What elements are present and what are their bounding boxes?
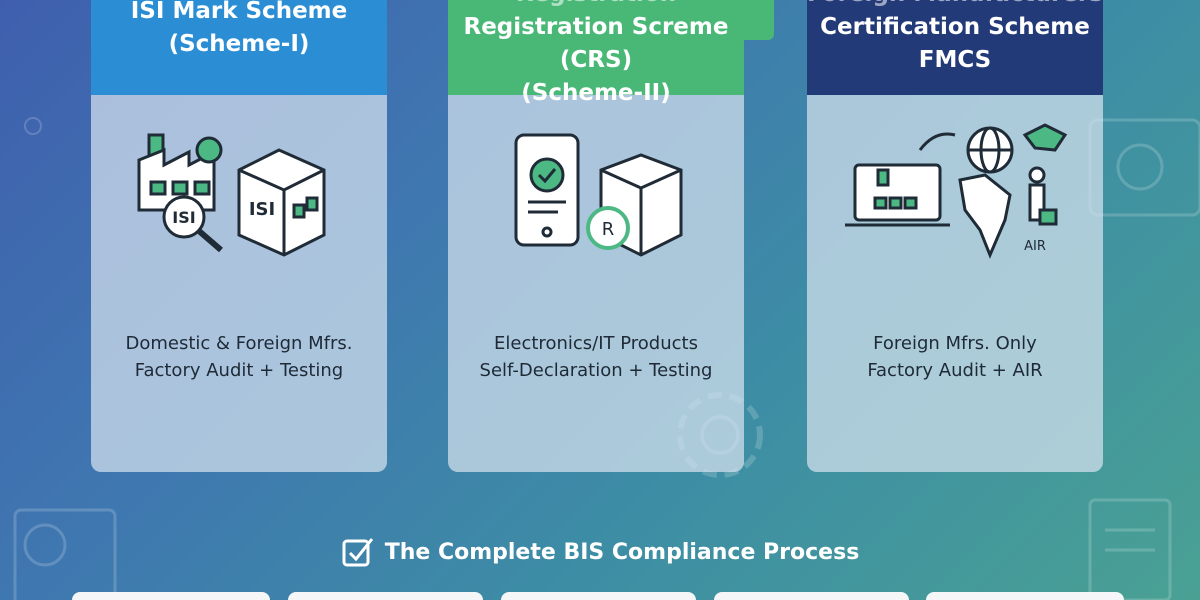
card-header: Compulsory Registration Registration Scr… <box>448 0 744 106</box>
card-illustration: ISI ISI <box>91 95 387 305</box>
card-title-line: FMCS <box>918 47 992 73</box>
card-title-line: Certification Scheme <box>820 14 1090 40</box>
phone-registered-icon: R <box>514 133 683 257</box>
process-step[interactable] <box>72 592 270 600</box>
air-label: AIR <box>1024 239 1046 254</box>
card-desc-line: Foreign Mfrs. Only <box>873 333 1037 354</box>
card-desc-line: Electronics/IT Products <box>494 333 698 354</box>
card-header: ISI Mark Scheme (Scheme-I) <box>91 0 387 95</box>
factory-isi-icon: ISI ISI <box>137 133 326 257</box>
card-desc-line: Factory Audit + Testing <box>134 360 344 381</box>
card-desc-line: Domestic & Foreign Mfrs. <box>125 333 353 354</box>
process-step[interactable] <box>288 592 483 600</box>
card-header: Foreign Manufacturers Certification Sche… <box>807 0 1103 95</box>
card-title-line: Registration Screme (CRS) <box>463 14 729 73</box>
card-illustration: R <box>448 95 744 305</box>
circle-deco-icon <box>24 117 42 135</box>
document-deco-icon <box>13 508 117 600</box>
process-step[interactable] <box>714 592 909 600</box>
card-title-line: Compulsory Registration <box>448 0 744 11</box>
card-description: Domestic & Foreign Mfrs. Factory Audit +… <box>91 305 387 384</box>
laptop-globe-india-icon: AIR <box>845 123 1068 259</box>
card-title-line: (Scheme-II) <box>521 80 671 106</box>
registered-label: R <box>602 219 615 240</box>
process-steps <box>0 592 1200 600</box>
card-title-line: Foreign Manufacturers <box>807 0 1103 11</box>
scheme-card-fmcs[interactable]: Foreign Manufacturers Certification Sche… <box>807 0 1103 472</box>
card-description: Foreign Mfrs. Only Factory Audit + AIR <box>807 305 1103 384</box>
scheme-card-isi[interactable]: ISI Mark Scheme (Scheme-I) ISI ISI D <box>91 0 387 472</box>
isi-box-label: ISI <box>249 199 275 220</box>
checklist-icon <box>342 538 373 567</box>
card-title-line: (Scheme-I) <box>168 30 310 57</box>
card-desc-line: Self-Declaration + Testing <box>479 360 713 381</box>
card-description: Electronics/IT Products Self-Declaration… <box>448 305 744 384</box>
process-title: The Complete BIS Compliance Process <box>384 539 860 565</box>
scheme-card-crs[interactable]: Compulsory Registration Registration Scr… <box>448 0 744 472</box>
document-deco-icon <box>1088 498 1172 600</box>
card-title-line: ISI Mark Scheme <box>130 0 348 24</box>
card-desc-line: Factory Audit + AIR <box>867 360 1043 381</box>
process-step[interactable] <box>926 592 1124 600</box>
process-heading: The Complete BIS Compliance Process <box>0 535 1200 569</box>
process-step[interactable] <box>501 592 696 600</box>
isi-label: ISI <box>172 208 195 227</box>
card-illustration: AIR <box>807 95 1103 305</box>
